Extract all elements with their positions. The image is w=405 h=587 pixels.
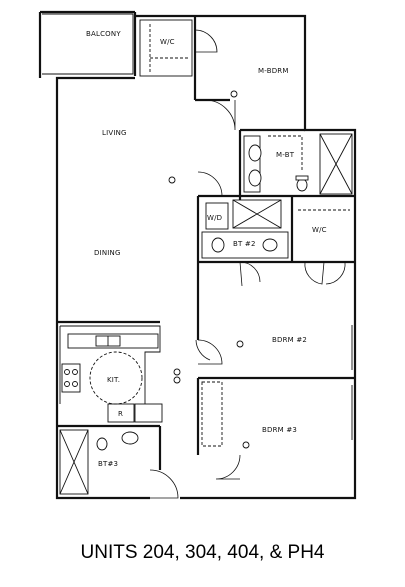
wc-top: W/C (139, 19, 218, 77)
linen-cabinet (232, 199, 282, 229)
units-caption: UNITS 204, 304, 404, & PH4 (80, 542, 325, 563)
refrigerator-icon (107, 403, 135, 423)
bath3-door (149, 469, 179, 499)
balcony-label: BALCONY (86, 30, 121, 38)
toilet-icon (211, 237, 225, 253)
bath-3: BT#3 (59, 429, 179, 499)
living-dining: LIVING DINING (94, 129, 176, 257)
ceiling-outlet-icon (168, 176, 176, 184)
wd-label: W/D (207, 214, 222, 222)
exterior-walls (38, 10, 357, 500)
bedroom2-door (197, 339, 223, 365)
ceiling-outlet-icon (242, 441, 250, 449)
laundry-door (197, 171, 223, 197)
ceiling-outlet-icon (173, 368, 181, 376)
kitchen: KIT. R (59, 325, 211, 423)
ceiling-outlet-icon (236, 340, 244, 348)
ceiling-outlet-icon (230, 90, 238, 98)
kitchen-label: KIT. (107, 376, 120, 384)
floor-plan: BALCONY W/C M-BDRM LIVING DINING M-BT W/… (38, 10, 357, 500)
shower-icon (59, 429, 89, 495)
toilet-icon (296, 178, 308, 192)
sink-icon (262, 238, 278, 252)
laundry: W/D (197, 171, 229, 230)
sink-icon (248, 169, 262, 187)
dining-label: DINING (94, 249, 121, 257)
cooktop-icon (61, 363, 81, 393)
wc-top-door (194, 29, 218, 53)
bedroom2-label: BDRM #2 (272, 336, 307, 344)
toilet-icon (96, 437, 108, 451)
interior-walls (57, 16, 355, 470)
bath2-door (239, 261, 261, 283)
bedroom-2: BDRM #2 (197, 325, 353, 370)
bath3-label: BT#3 (98, 460, 118, 468)
bedroom-3: BDRM #3 (201, 381, 353, 480)
balcony: BALCONY (86, 30, 121, 38)
bedroom3-door (215, 454, 241, 480)
wc-top-label: W/C (160, 38, 175, 46)
range-label: R (118, 410, 123, 418)
shower-icon (319, 133, 353, 195)
master-bath: M-BT (243, 133, 353, 195)
living-label: LIVING (102, 129, 127, 137)
bath-2: BT #2 (201, 231, 289, 287)
master-bath-label: M-BT (276, 151, 295, 159)
wc-mid-door (304, 261, 325, 285)
sink-icon (121, 431, 139, 445)
master-bedroom-door (204, 99, 236, 131)
wc-mid: W/C (298, 209, 350, 285)
bedroom3-label: BDRM #3 (262, 426, 297, 434)
sink-icon (248, 144, 262, 162)
master-bedroom: M-BDRM (204, 67, 289, 131)
master-bedroom-label: M-BDRM (258, 67, 289, 75)
wc-mid-label: W/C (312, 226, 327, 234)
bath2-label: BT #2 (233, 240, 256, 248)
